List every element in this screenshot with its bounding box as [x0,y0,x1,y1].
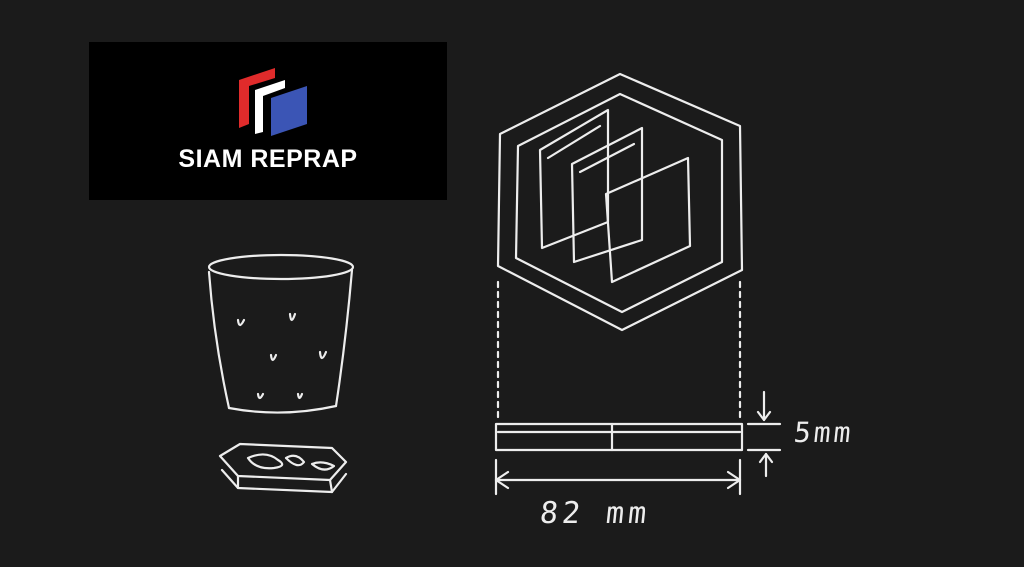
projection-lines [496,280,742,424]
logo-text: SIAM REPRAP [178,145,358,173]
hexagon-top-view [496,72,744,332]
width-label: 82 mm [538,496,653,531]
logo-blue-block [271,86,307,136]
logo-red-stripe [239,68,275,128]
coaster-sketch [218,442,348,494]
siam-reprap-logo: SIAM REPRAP [89,42,447,200]
logo-white-stripe [255,80,285,134]
thickness-label: 5mm [792,416,856,449]
thickness-dimension-arrow [746,390,782,478]
side-view [494,422,744,452]
siam-reprap-logo-mark [239,68,307,136]
cup-sketch [207,253,355,414]
width-dimension-arrow [494,458,742,496]
